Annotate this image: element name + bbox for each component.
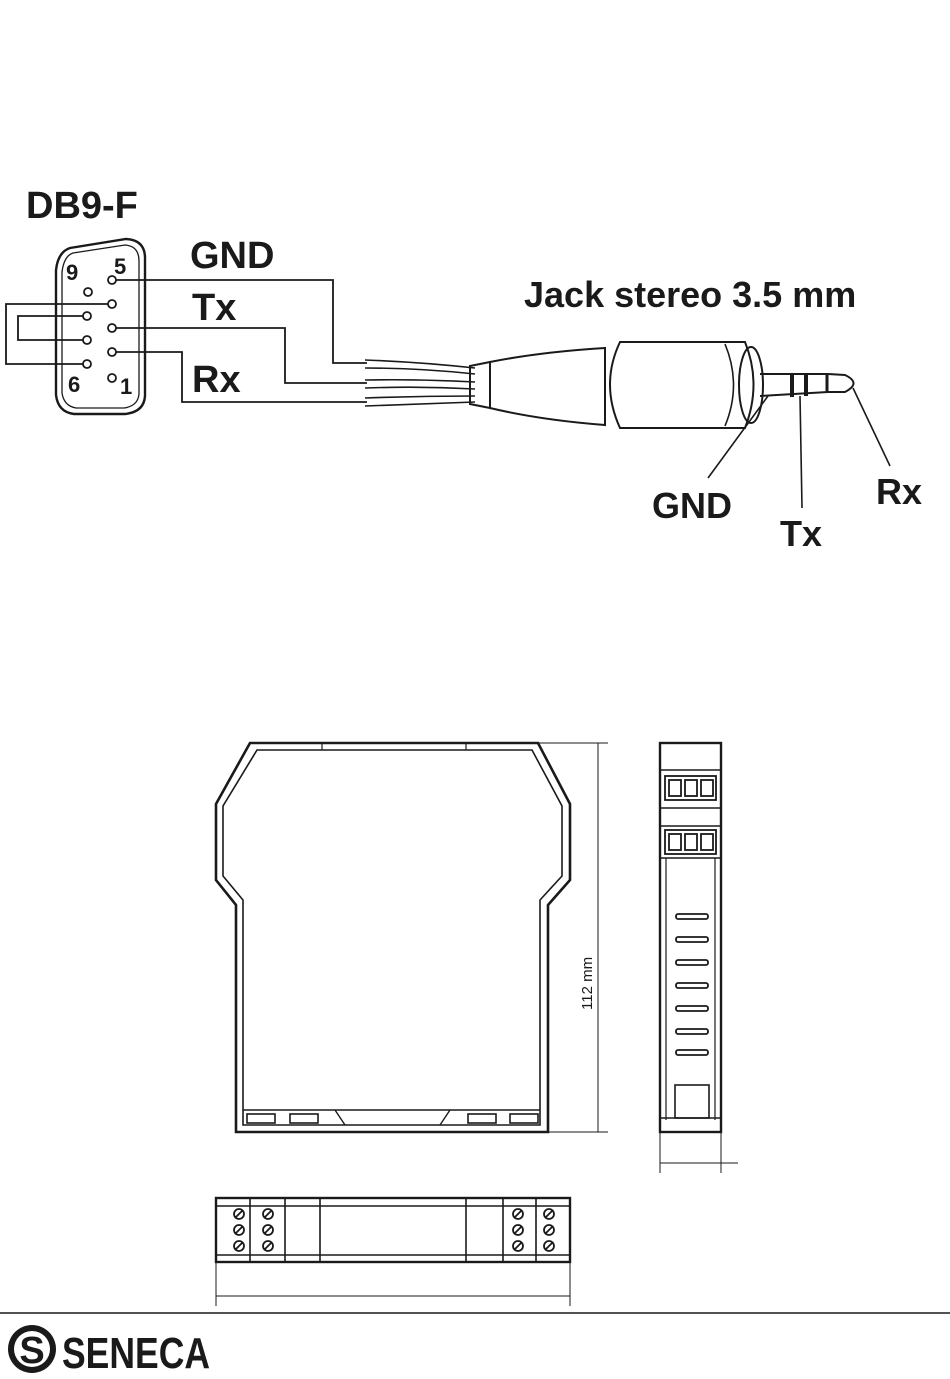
tx-wire: [116, 328, 367, 383]
cable-wiring-diagram: DB9-F 9 5 6 1: [6, 185, 922, 554]
db9-rx-label: Rx: [192, 359, 241, 401]
rx-wire: [116, 352, 367, 402]
pin-hole: [83, 312, 91, 320]
jack-title: Jack stereo 3.5 mm: [524, 274, 856, 315]
terminal-block-top: [665, 776, 716, 800]
logo-letter: S: [19, 1330, 44, 1372]
pin-hole: [108, 300, 116, 308]
db9-tx-label: Tx: [192, 287, 236, 329]
pin-hole: [84, 288, 92, 296]
seneca-logo: S: [8, 1325, 56, 1373]
height-dimension-label: 112 mm: [579, 957, 596, 1010]
pin-hole: [83, 336, 91, 344]
db9-gnd-label: GND: [190, 235, 274, 277]
jack-tx-label: Tx: [780, 513, 822, 554]
terminal-block-bottom: [665, 830, 716, 854]
pin-label-9: 9: [66, 260, 78, 285]
db9-connector: 9 5 6 1: [56, 239, 145, 414]
jack-gnd-label: GND: [652, 485, 732, 526]
pin-hole: [108, 276, 116, 284]
pin-hole: [108, 324, 116, 332]
gnd-wire: [116, 280, 367, 363]
module-top-view: [216, 1198, 570, 1306]
brand-name: SENECA: [62, 1329, 210, 1378]
module-front-view: [216, 743, 570, 1132]
terminal-screws-left: [234, 1209, 273, 1251]
pin-hole: [108, 374, 116, 382]
ventilation-slots: [676, 914, 708, 1055]
jack-plug: [470, 342, 890, 508]
signal-wires: [116, 280, 475, 406]
pin-hole: [108, 348, 116, 356]
pin-label-1: 1: [120, 374, 132, 399]
pin-label-6: 6: [68, 372, 80, 397]
module-side-view: [660, 743, 738, 1173]
mechanical-dimension-drawing: 112 mm: [216, 743, 738, 1306]
footer: S SENECA: [0, 1313, 950, 1378]
jack-rx-label: Rx: [876, 471, 922, 512]
db9-title: DB9-F: [26, 185, 138, 227]
terminal-screws-right: [513, 1209, 554, 1251]
pin-label-5: 5: [114, 254, 126, 279]
pin-hole: [83, 360, 91, 368]
